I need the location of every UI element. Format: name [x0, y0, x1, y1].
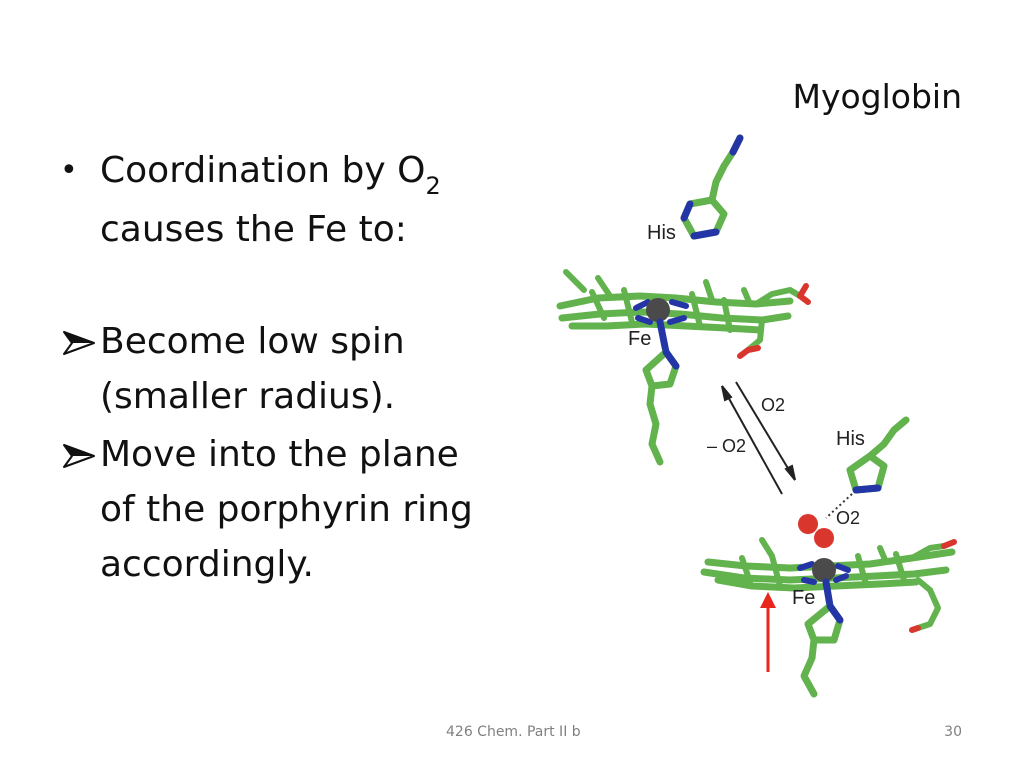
label-his-top: His	[647, 222, 676, 244]
label-fe-bottom: Fe	[792, 587, 815, 609]
oxygen-atom-2	[814, 528, 834, 548]
hydrogen-bond	[825, 493, 853, 519]
bullet-item: • Coordination by O2 causes the Fe to:	[58, 143, 508, 257]
iron-atom-bottom	[812, 558, 836, 582]
footer-course: 426 Chem. Part II b	[446, 724, 581, 740]
myoglobin-figure: His Fe O2 – O2	[556, 134, 957, 698]
proximal-histidine-bottom	[800, 578, 844, 698]
bullet-subscript: 2	[425, 172, 441, 200]
label-o2-reverse: – O2	[707, 436, 746, 456]
equilibrium-arrows	[721, 381, 796, 495]
sub-point-2: Move into the plane of the porphyrin rin…	[58, 427, 508, 592]
sub-point-1-line-1: Become low spin	[100, 321, 405, 362]
slide-title: Myoglobin	[792, 77, 962, 116]
oxygen-atom-1	[798, 514, 818, 534]
sub-point-1: Become low spin (smaller radius).	[58, 314, 508, 424]
label-o2-forward: O2	[761, 395, 785, 415]
arrow-bullet-icon	[63, 331, 95, 355]
distal-histidine-top	[680, 134, 744, 240]
slide-body: • Coordination by O2 causes the Fe to: B…	[58, 143, 508, 595]
arrow-bullet-icon	[63, 444, 95, 468]
label-his-bottom: His	[836, 428, 865, 450]
sub-point-2-line-2: of the porphyrin ring	[100, 489, 473, 530]
distal-histidine-bottom	[846, 416, 910, 494]
label-o2-bound: O2	[836, 508, 860, 528]
label-fe-top: Fe	[628, 328, 651, 350]
heme-top	[556, 269, 811, 359]
sub-point-2-line-3: accordingly.	[100, 544, 314, 585]
movement-arrow	[760, 592, 776, 672]
sub-point-2-line-1: Move into the plane	[100, 434, 459, 475]
bullet-dot-icon: •	[60, 153, 78, 188]
heme-bottom	[700, 537, 957, 633]
sub-point-1-line-2: (smaller radius).	[100, 376, 396, 417]
bullet-text: Coordination by O	[100, 150, 426, 191]
iron-atom-top	[646, 298, 670, 322]
page-number: 30	[944, 724, 962, 740]
bullet-continuation: causes the Fe to:	[100, 209, 407, 250]
proximal-histidine-top	[642, 318, 680, 466]
